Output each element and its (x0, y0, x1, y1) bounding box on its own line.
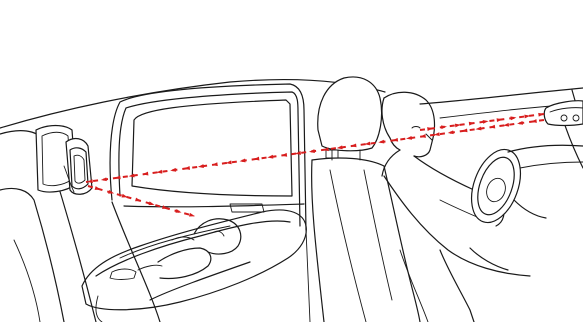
sight-arrowhead (129, 174, 135, 178)
sight-arrowhead (135, 198, 141, 202)
sight-arrowhead (267, 155, 273, 159)
front-seat-back (312, 158, 420, 322)
baby-mirror-icon (36, 126, 92, 195)
sight-arrowhead (122, 194, 128, 198)
rear-view-mirror-icon (544, 90, 583, 126)
car-seat-icon (82, 210, 306, 322)
rear-door-frame (110, 84, 306, 230)
door-lower (112, 202, 160, 322)
sight-arrowhead (448, 130, 454, 134)
sight-line-mirror-to-baby-mirror (86, 120, 544, 182)
sight-arrowhead (149, 201, 155, 205)
sight-arrowhead (483, 120, 489, 124)
sight-arrowhead (175, 209, 181, 213)
sight-arrowhead (101, 177, 107, 181)
sight-arrowhead (475, 127, 481, 131)
sight-arrowhead (170, 168, 176, 172)
front-seat-left (312, 160, 324, 322)
front-seat-seam-2 (364, 170, 392, 300)
sight-arrowhead (95, 186, 101, 190)
sight-arrowhead (378, 140, 384, 144)
rear-seat-edge (0, 188, 64, 322)
front-seat-seam (330, 170, 366, 322)
sight-arrowhead (309, 149, 315, 153)
sight-arrowhead (198, 164, 204, 168)
front-headrest (318, 77, 382, 151)
dashboard (508, 145, 583, 152)
rear-seat-seam (14, 240, 40, 322)
sight-arrowhead (189, 213, 195, 217)
sight-arrowhead (240, 159, 246, 163)
b-pillar (306, 230, 310, 322)
sight-arrowhead (517, 121, 523, 125)
rear-window (132, 100, 292, 196)
dashboard-lower (520, 162, 583, 168)
sight-arrowhead (406, 136, 412, 140)
roof-line-front (420, 88, 583, 104)
